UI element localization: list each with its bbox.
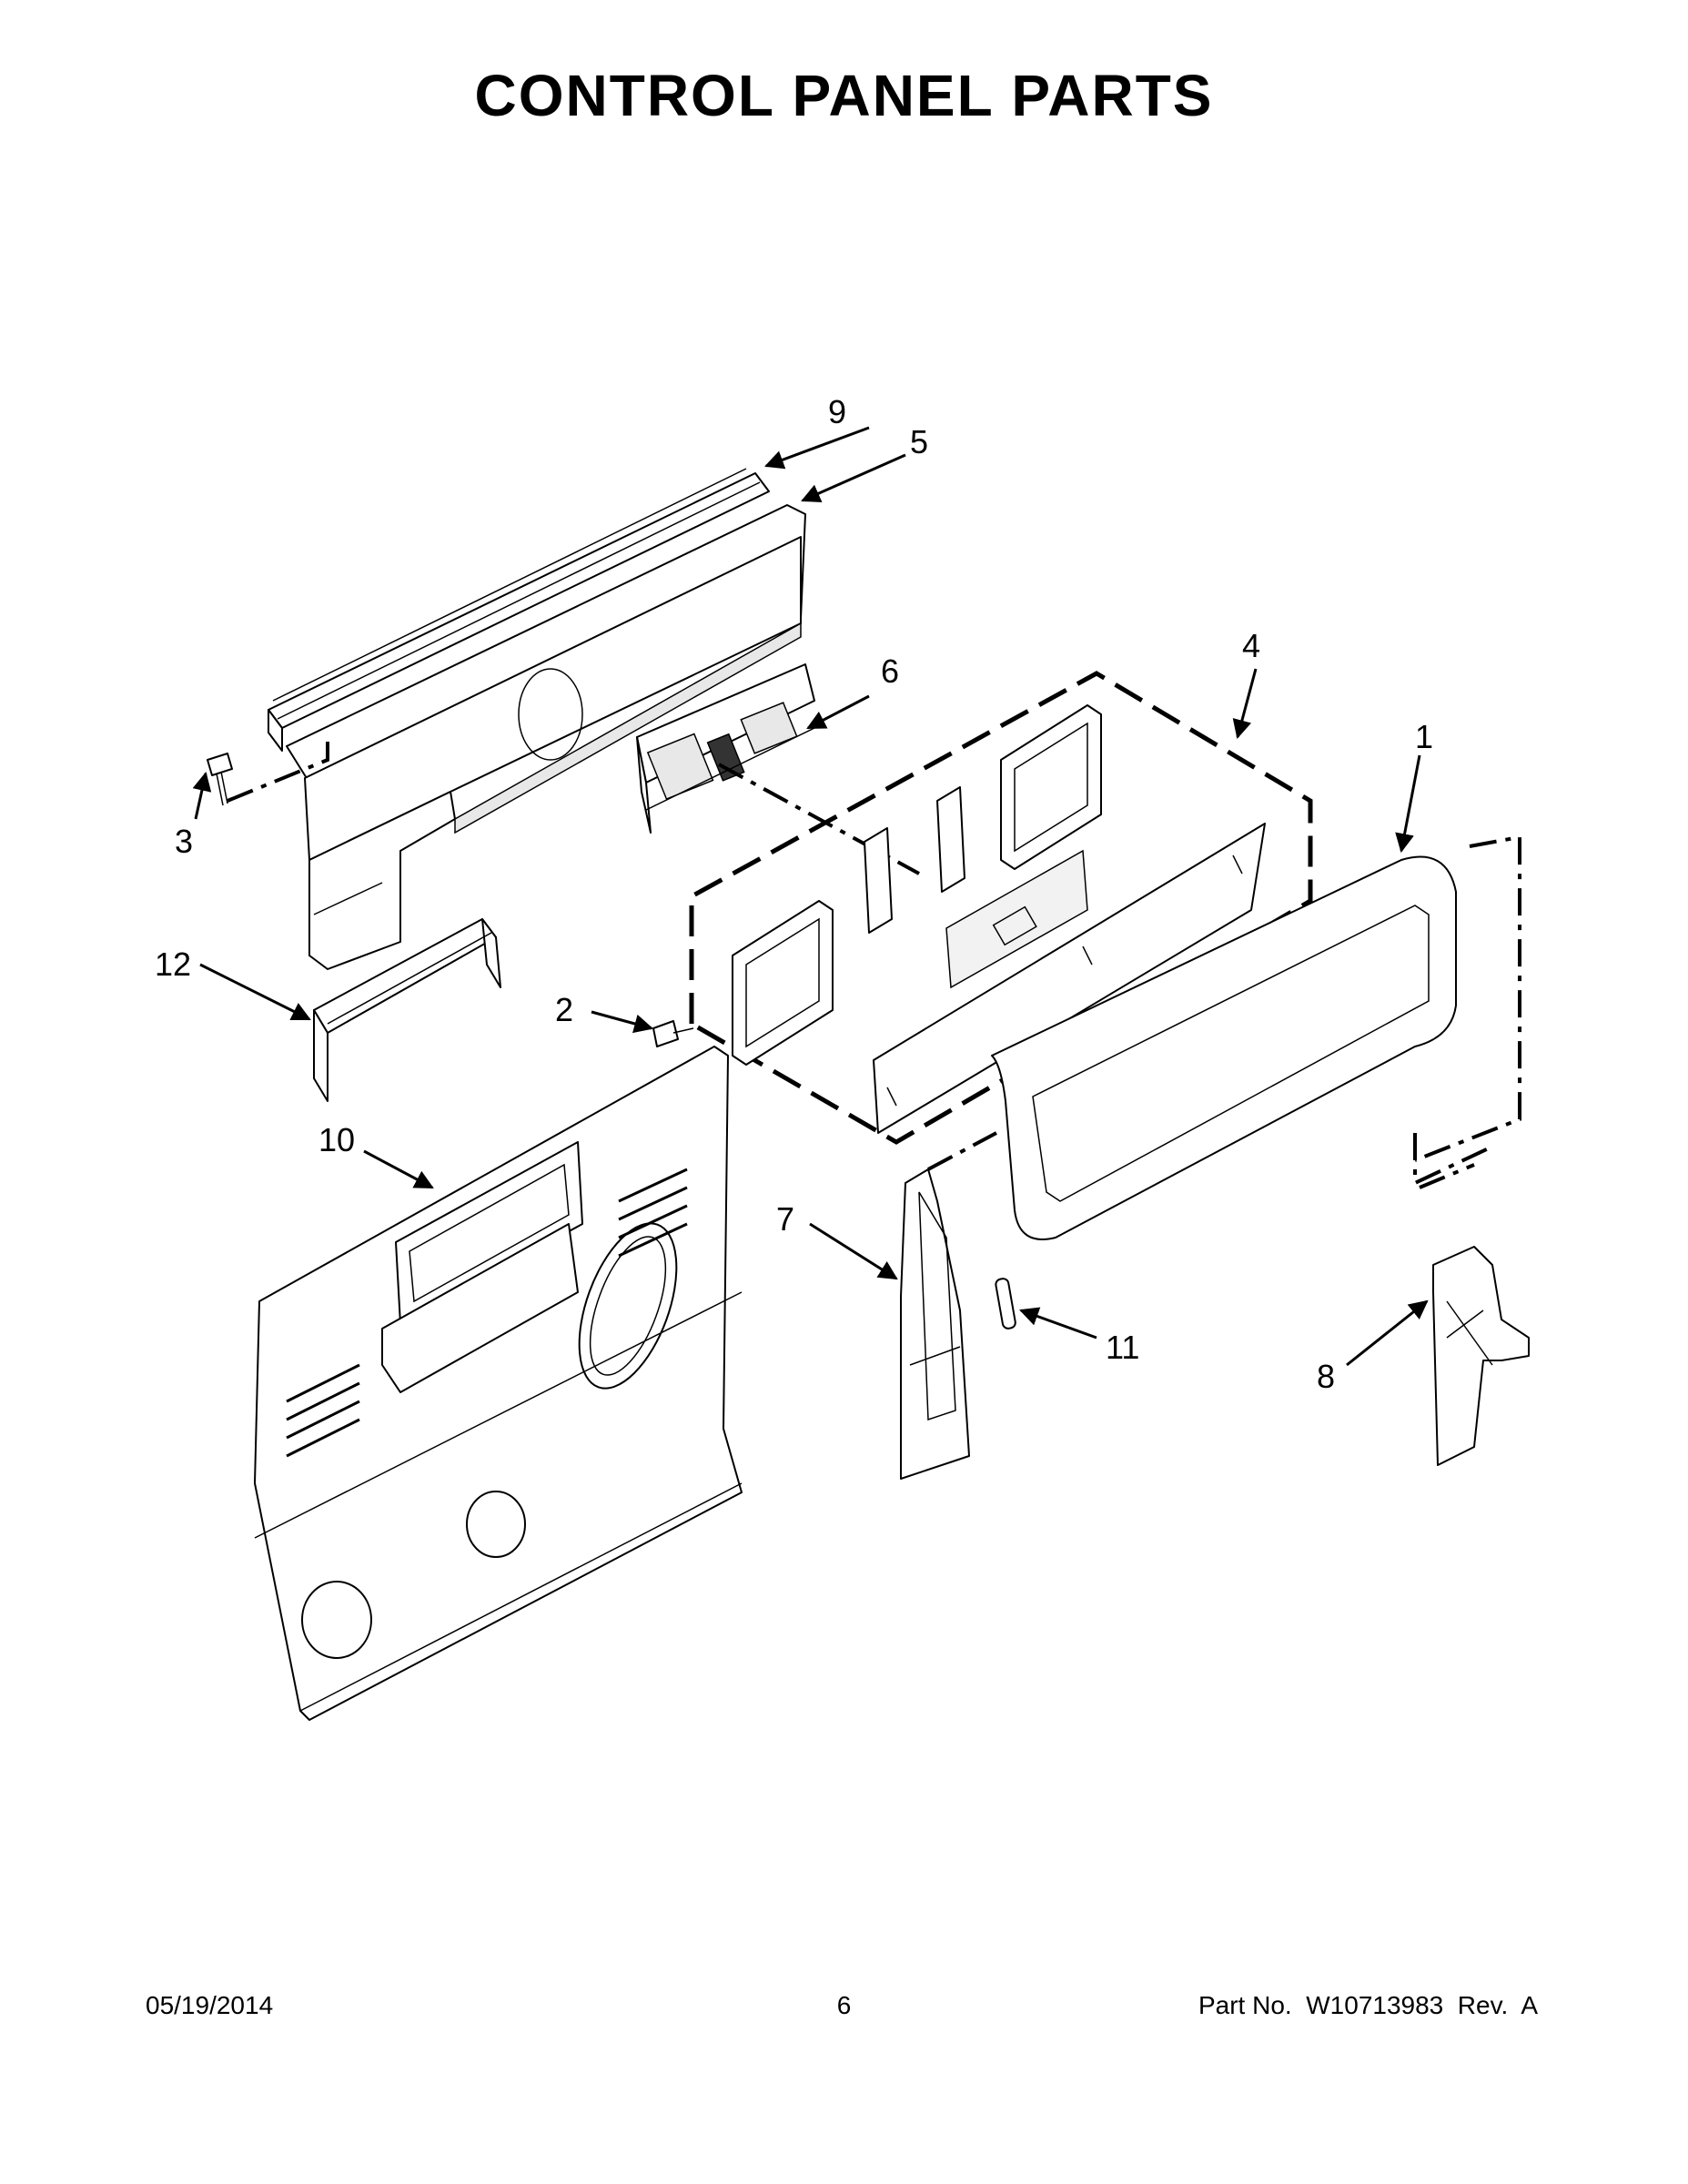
leader-5 <box>801 453 906 502</box>
part-9-top-rail <box>268 468 770 752</box>
leader-2 <box>591 1010 654 1034</box>
leader-8 <box>1346 1299 1429 1367</box>
part-1-console-trim <box>927 834 1521 1240</box>
callout-11: 11 <box>1106 1329 1139 1366</box>
part-7-side-bracket-left <box>900 1168 970 1480</box>
part-5-rear-bracket <box>286 504 806 970</box>
part-11-clip <box>995 1278 1016 1330</box>
callout-6: 6 <box>881 652 899 690</box>
part-12-ribbon-connector <box>313 918 501 1102</box>
part-4-console-assembly <box>689 671 1313 1145</box>
leader-3 <box>192 771 212 820</box>
leader-9 <box>764 426 870 470</box>
vent-slots-left <box>286 1363 360 1458</box>
callout-7: 7 <box>776 1200 794 1238</box>
callout-5: 5 <box>910 423 928 460</box>
callout-4: 4 <box>1242 627 1260 664</box>
part-2-screw <box>652 1020 694 1047</box>
part-6-control-board <box>636 663 920 875</box>
leader-6 <box>806 694 870 730</box>
footer-page-number: 6 <box>836 1991 852 2019</box>
leader-10 <box>363 1149 434 1189</box>
page-title: CONTROL PANEL PARTS <box>474 63 1214 128</box>
part-10-rear-panel <box>254 1046 743 1721</box>
callout-10: 10 <box>318 1121 355 1158</box>
callout-12: 12 <box>155 945 191 983</box>
callout-3: 3 <box>175 823 193 860</box>
callout-9: 9 <box>828 393 846 430</box>
leader-12 <box>199 963 311 1021</box>
part-3-screw <box>207 742 329 806</box>
part-8-side-bracket-right <box>1413 1133 1530 1466</box>
leader-1 <box>1395 754 1421 854</box>
footer-date: 05/19/2014 <box>146 1991 274 2019</box>
leader-11 <box>1019 1307 1097 1340</box>
vent-slots-right <box>618 1168 688 1258</box>
callout-2: 2 <box>555 991 573 1028</box>
footer-part-number: Part No. W10713983 Rev. A <box>1198 1991 1538 2019</box>
callout-1: 1 <box>1415 718 1433 755</box>
leader-7 <box>809 1222 898 1280</box>
leader-4 <box>1232 668 1258 740</box>
callout-8: 8 <box>1317 1358 1335 1395</box>
